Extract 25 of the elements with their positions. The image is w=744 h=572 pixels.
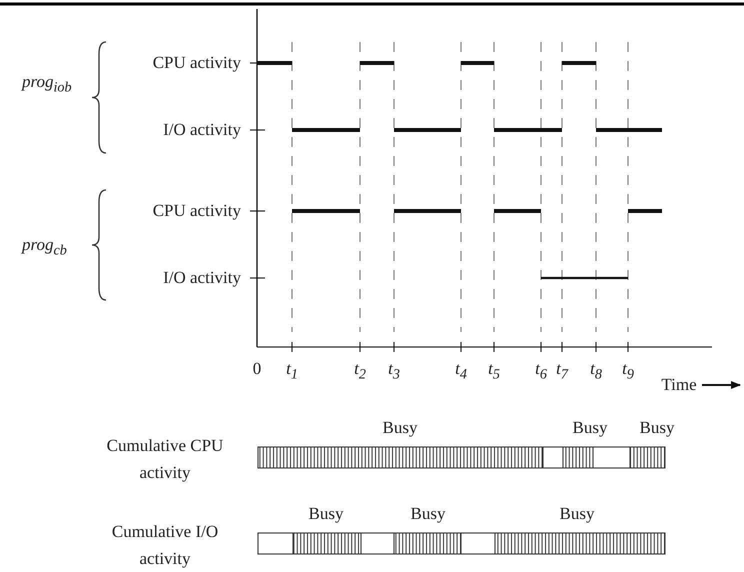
tick-label: t$_{2}$ [354, 359, 366, 384]
busy-label: Busy [382, 418, 418, 438]
bar-label: Cumulative CPU activity [106, 435, 224, 484]
busy-label: Busy [640, 418, 674, 438]
program-label: prog$_{cb}$ [22, 235, 67, 260]
row-label: CPU activity [152, 201, 241, 221]
tick-label: t$_{7}$ [556, 359, 568, 384]
tick-label: t$_{6}$ [535, 359, 547, 384]
program-label: prog$_{iob}$ [22, 72, 72, 98]
busy-label: Busy [560, 504, 594, 524]
busy-label: Busy [308, 504, 344, 524]
tick-label: t$_{1}$ [286, 359, 298, 384]
tick-label: t$_{5}$ [488, 359, 500, 384]
axis-title: Time [661, 375, 697, 395]
row-label: I/O activity [163, 268, 241, 288]
busy-label: Busy [572, 418, 608, 438]
row-label: I/O activity [163, 120, 241, 140]
tick-label: 0 [252, 359, 262, 379]
row-label: CPU activity [152, 53, 241, 73]
busy-label: Busy [410, 504, 446, 524]
tick-label: t$_{4}$ [455, 359, 467, 384]
tick-label: t$_{8}$ [590, 359, 602, 384]
bar-label: Cumulative I/O activity [110, 521, 220, 570]
tick-label: t$_{9}$ [622, 359, 634, 384]
tick-label: t$_{3}$ [388, 359, 400, 384]
